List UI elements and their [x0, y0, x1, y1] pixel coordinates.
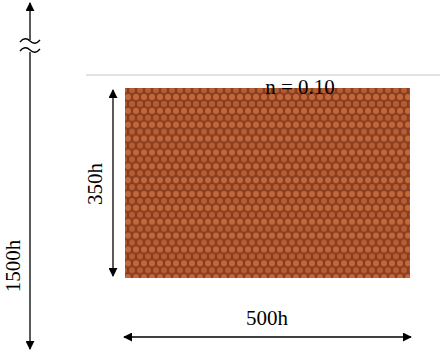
- dimension-label: 500h: [246, 307, 288, 330]
- porosity-label: n = 0.10: [265, 76, 335, 99]
- break-symbol: [20, 48, 40, 53]
- particle-pack: [125, 88, 410, 278]
- pack-width-arrow: [124, 336, 411, 337]
- height-dimension-arrow: [29, 3, 30, 349]
- pack-height-arrow: [112, 90, 113, 276]
- domain-top-line: [86, 74, 440, 75]
- dimension-label: 1500h: [2, 240, 25, 293]
- dimension-label: 350h: [84, 163, 107, 205]
- break-symbol: [20, 39, 40, 44]
